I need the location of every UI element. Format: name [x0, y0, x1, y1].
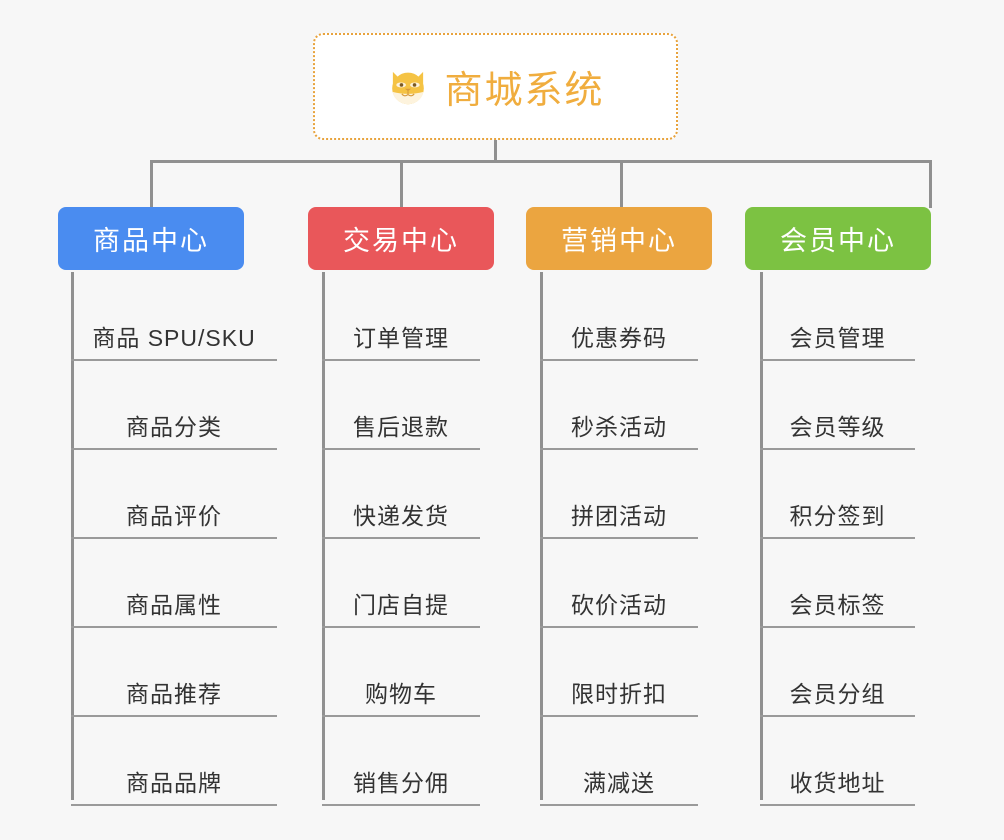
leaf-item-label: 销售分佣: [353, 770, 449, 797]
leaf-item-label: 商品品牌: [126, 770, 222, 797]
leaf-item-label: 积分签到: [789, 503, 886, 530]
leaf-item-label: 限时折扣: [571, 681, 667, 708]
leaf-item-label: 商品属性: [126, 592, 222, 619]
leaf-item-label: 满减送: [583, 770, 655, 797]
leaf-item[interactable]: 砍价活动: [540, 539, 698, 628]
branch-header-label: 交易中心: [343, 226, 459, 256]
leaf-item[interactable]: 商品品牌: [71, 717, 277, 806]
connector-branch-stem-1: [150, 160, 153, 208]
leaf-item[interactable]: 会员分组: [760, 628, 915, 717]
branch-trunk-4: [760, 272, 763, 800]
leaf-item-label: 商品推荐: [126, 681, 222, 708]
leaf-item[interactable]: 商品评价: [71, 450, 277, 539]
leaf-item[interactable]: 商品属性: [71, 539, 277, 628]
branch-header-trade-center[interactable]: 交易中心: [308, 207, 494, 270]
leaf-item[interactable]: 商品推荐: [71, 628, 277, 717]
leaf-item[interactable]: 商品分类: [71, 361, 277, 450]
leaf-item-label: 会员标签: [789, 592, 886, 619]
connector-horizontal-bus: [150, 160, 932, 163]
leaf-item[interactable]: 会员等级: [760, 361, 915, 450]
branch-trunk-1: [71, 272, 74, 800]
leaf-item[interactable]: 拼团活动: [540, 450, 698, 539]
branch-header-label: 商品中心: [93, 226, 209, 256]
leaf-item[interactable]: 收货地址: [760, 717, 915, 806]
branch-items-product-center: 商品 SPU/SKU 商品分类 商品评价 商品属性 商品推荐 商品品牌: [71, 272, 277, 806]
leaf-item-label: 订单管理: [353, 325, 449, 352]
leaf-item[interactable]: 秒杀活动: [540, 361, 698, 450]
branch-trunk-2: [322, 272, 325, 800]
leaf-item[interactable]: 限时折扣: [540, 628, 698, 717]
leaf-item[interactable]: 门店自提: [322, 539, 480, 628]
leaf-item-label: 门店自提: [353, 592, 449, 619]
connector-branch-stem-4: [929, 160, 932, 208]
branch-header-member-center[interactable]: 会员中心: [745, 207, 931, 270]
leaf-item-label: 拼团活动: [571, 503, 667, 530]
leaf-item[interactable]: 订单管理: [322, 272, 480, 361]
connector-branch-stem-3: [620, 160, 623, 208]
branch-header-marketing-center[interactable]: 营销中心: [526, 207, 712, 270]
leaf-item-label: 秒杀活动: [571, 414, 667, 441]
leaf-item-label: 售后退款: [353, 414, 449, 441]
leaf-item-label: 商品评价: [126, 503, 222, 530]
leaf-item-label: 砍价活动: [571, 592, 667, 619]
branch-trunk-3: [540, 272, 543, 800]
leaf-item-label: 快递发货: [353, 503, 449, 530]
root-node-shop-system[interactable]: 商城系统: [313, 33, 678, 140]
branch-items-trade-center: 订单管理 售后退款 快递发货 门店自提 购物车 销售分佣: [322, 272, 480, 806]
leaf-item[interactable]: 商品 SPU/SKU: [71, 272, 277, 361]
leaf-item[interactable]: 积分签到: [760, 450, 915, 539]
leaf-item-label: 会员管理: [789, 325, 886, 352]
leaf-item[interactable]: 满减送: [540, 717, 698, 806]
leaf-item-label: 商品 SPU/SKU: [92, 325, 256, 352]
leaf-item-label: 优惠券码: [571, 325, 667, 352]
branch-items-marketing-center: 优惠券码 秒杀活动 拼团活动 砍价活动 限时折扣 满减送: [540, 272, 698, 806]
leaf-item[interactable]: 会员标签: [760, 539, 915, 628]
leaf-item[interactable]: 售后退款: [322, 361, 480, 450]
branch-header-label: 会员中心: [780, 226, 896, 256]
shiba-dog-face-icon: [386, 65, 430, 109]
branch-header-label: 营销中心: [561, 226, 677, 256]
leaf-item[interactable]: 销售分佣: [322, 717, 480, 806]
leaf-item[interactable]: 快递发货: [322, 450, 480, 539]
leaf-item-label: 会员分组: [789, 681, 886, 708]
leaf-item[interactable]: 会员管理: [760, 272, 915, 361]
leaf-item-label: 购物车: [365, 681, 437, 708]
branch-header-product-center[interactable]: 商品中心: [58, 207, 244, 270]
root-node-title: 商城系统: [444, 70, 605, 112]
branch-items-member-center: 会员管理 会员等级 积分签到 会员标签 会员分组 收货地址: [760, 272, 915, 806]
leaf-item[interactable]: 购物车: [322, 628, 480, 717]
leaf-item-label: 收货地址: [789, 770, 886, 797]
leaf-item[interactable]: 优惠券码: [540, 272, 698, 361]
leaf-item-label: 商品分类: [126, 414, 222, 441]
connector-root-stem: [494, 140, 497, 163]
leaf-item-label: 会员等级: [789, 414, 886, 441]
connector-branch-stem-2: [400, 160, 403, 208]
